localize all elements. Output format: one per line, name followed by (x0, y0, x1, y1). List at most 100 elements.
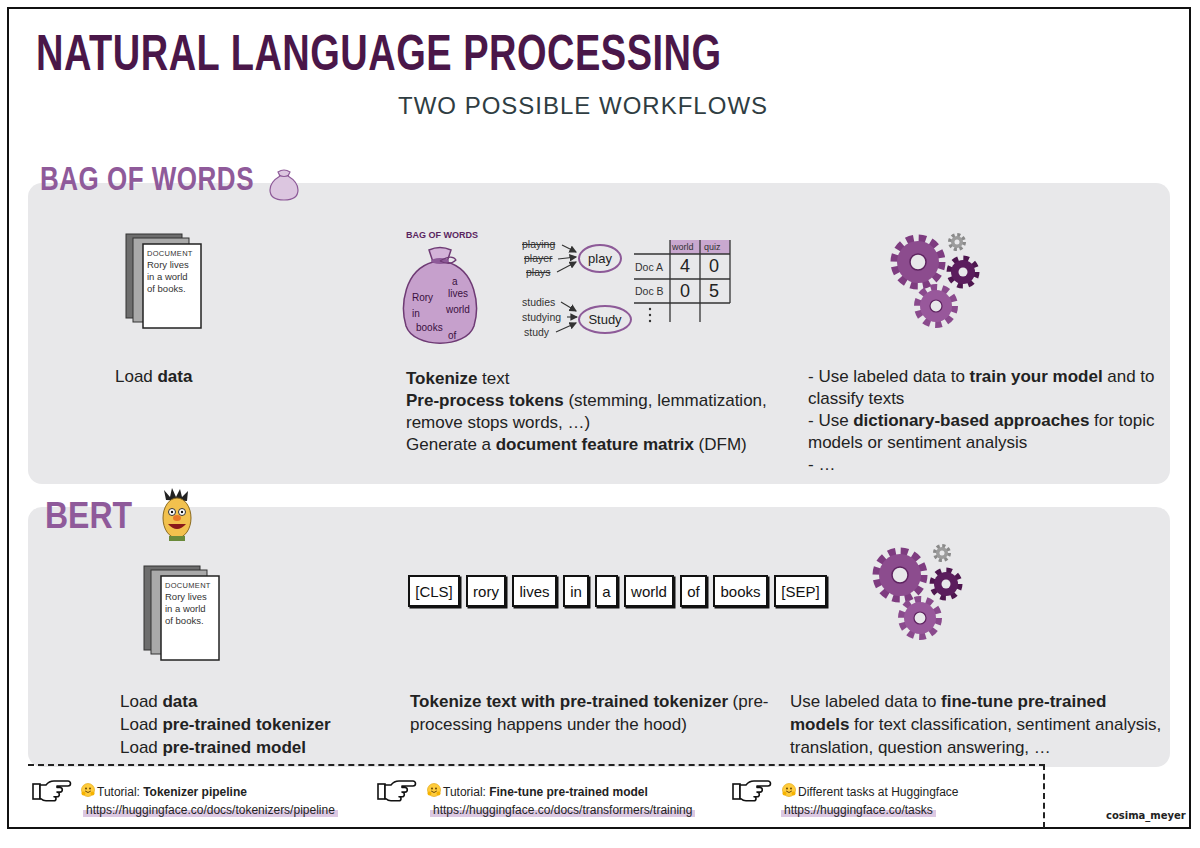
step-text: Tokenize (406, 369, 477, 388)
url-link: https://huggingface.co/docs/transformers… (430, 803, 695, 817)
page-frame (8, 8, 1190, 828)
step-text: dictionary-based approaches (853, 411, 1089, 430)
gears-icon (877, 546, 959, 636)
stem-word: plays (526, 266, 551, 279)
step-block: LoaddataLoadpre-trained tokenizerLoadpre… (120, 690, 380, 759)
subtitle: TWO POSSIBLE WORKFLOWS (398, 92, 768, 120)
table-cell: quiz (704, 242, 721, 253)
tutorial-text: Tokenizer pipeline (143, 785, 247, 799)
token-box: world (624, 575, 674, 607)
token-text: books (720, 583, 760, 600)
tutorial-line: https://huggingface.co/tasks (781, 803, 939, 817)
bag-word: of (448, 330, 456, 342)
step-text: Use labeled data to (790, 692, 937, 711)
step-text: document feature matrix (496, 435, 694, 454)
step-text: - Use (808, 411, 849, 430)
step-text: Tokenize text with pre-trained tokenizer (410, 692, 728, 711)
step-block: - Use labeled data totrain your modeland… (808, 366, 1160, 476)
step-line: Tokenize text (406, 368, 778, 390)
step-line: Pre-process tokens(stemming, lemmatizati… (406, 390, 778, 434)
step-text: text (482, 369, 509, 388)
panel-ground (28, 183, 1170, 484)
table-cell: Doc B (635, 285, 664, 298)
document-content: DOCUMENTRory lives in a world of books. (165, 581, 215, 627)
step-line: Loadpre-trained tokenizer (120, 713, 380, 736)
stem-word: study (524, 326, 549, 339)
table-cell: world (672, 242, 694, 253)
panel-heading: BERT (45, 495, 132, 536)
step-line: Use labeled data tofine-tune pre-trained… (790, 690, 1162, 759)
bag-word: in (412, 308, 420, 320)
step-line: Loaddata (120, 690, 380, 713)
pointing-hand-icon (33, 781, 771, 801)
step-text: Generate a (406, 435, 491, 454)
tutorial-text: Fine-tune pre-trained model (489, 785, 648, 799)
step-line: Tokenize text with pre-trained tokenizer… (410, 690, 775, 736)
token-box: rory (466, 575, 506, 607)
tutorial-text: Different tasks at Huggingface (798, 785, 959, 799)
bag-word: a (452, 276, 458, 288)
step-block: Use labeled data tofine-tune pre-trained… (790, 690, 1162, 759)
table-cell: 4 (680, 256, 690, 276)
diagram-title: NATURAL LANGUAGE PROCESSING (36, 24, 722, 81)
url-link: https://huggingface.co/docs/tokenizers/p… (83, 803, 338, 817)
step-text: Load (120, 692, 158, 711)
document-text: Rory lives in a world of books. (165, 591, 215, 627)
document-box: DOCUMENTRory lives in a world of books. (125, 233, 205, 331)
token-text: lives (519, 583, 549, 600)
token-text: world (631, 583, 667, 600)
bag-of-words-box: BAG OF WORDSalivesRoryworldinbooksof (400, 228, 480, 350)
table-cell: 0 (680, 281, 690, 301)
token-text: a (602, 583, 610, 600)
stem-word: studies (522, 296, 555, 309)
step-text: pre-trained tokenizer (162, 715, 330, 734)
workflow-panel: BAG OF WORDS Loaddata Tokenize textPre-proc… (28, 183, 1170, 484)
token-box: [SEP] (774, 575, 827, 607)
step-block: Loaddata (115, 366, 285, 388)
tutorial-line: Different tasks at Huggingface (798, 785, 962, 799)
tutorial-line: Tutorial:Fine-tune pre-trained model (443, 785, 651, 799)
token-text: in (570, 583, 582, 600)
bag-title: BAG OF WORDS (406, 230, 478, 241)
token-box: [CLS] (408, 575, 460, 607)
panel-ground (28, 507, 1170, 767)
step-line: Generate adocument feature matrix(DFM) (406, 434, 778, 456)
table-cell: 0 (709, 256, 719, 276)
token-text: of (687, 583, 700, 600)
token-text: [SEP] (781, 583, 819, 600)
document-text: DOCUMENT (165, 581, 215, 591)
panel-heading: BAG OF WORDS (40, 159, 254, 198)
token-box: a (595, 575, 618, 607)
step-text: Load (120, 715, 158, 734)
bag-word: world (446, 304, 470, 316)
table-cell: Doc A (635, 261, 663, 274)
tutorial-line: https://huggingface.co/docs/transformers… (430, 803, 699, 817)
tutorial-line: https://huggingface.co/docs/tokenizers/p… (83, 803, 341, 817)
gears-icon (895, 235, 976, 324)
token-text: rory (473, 583, 499, 600)
token-box: in (563, 575, 589, 607)
document-text: DOCUMENT (147, 249, 197, 259)
tutorial-bar: Tutorial:Tokenizer pipelinehttps://huggi… (28, 764, 1045, 828)
document-text: Rory lives in a world of books. (147, 259, 197, 295)
token-box: of (680, 575, 707, 607)
stem-result: Study (588, 312, 621, 327)
table-cell: 5 (709, 281, 719, 301)
step-text: Pre-process tokens (406, 391, 564, 410)
stem-word: playing (522, 238, 555, 251)
bert-icon (163, 488, 191, 541)
step-line: - … (808, 454, 1160, 476)
token-text: [CLS] (415, 583, 453, 600)
stem-word: studying (522, 311, 561, 324)
url-link: https://huggingface.co/tasks (781, 803, 936, 817)
tutorial-text: Tutorial: (443, 785, 486, 799)
step-line: - Usedictionary-based approachesfor topi… (808, 410, 1160, 454)
bag-word: Rory (412, 292, 433, 304)
tutorial-text: Tutorial: (97, 785, 140, 799)
step-block: Tokenize text with pre-trained tokenizer… (410, 690, 775, 736)
bag-icon (270, 170, 298, 200)
step-line: - Use labeled data totrain your modeland… (808, 366, 1160, 410)
token-box: books (713, 575, 768, 607)
step-line: Loaddata (115, 366, 285, 388)
stem-circle: play (578, 244, 622, 273)
